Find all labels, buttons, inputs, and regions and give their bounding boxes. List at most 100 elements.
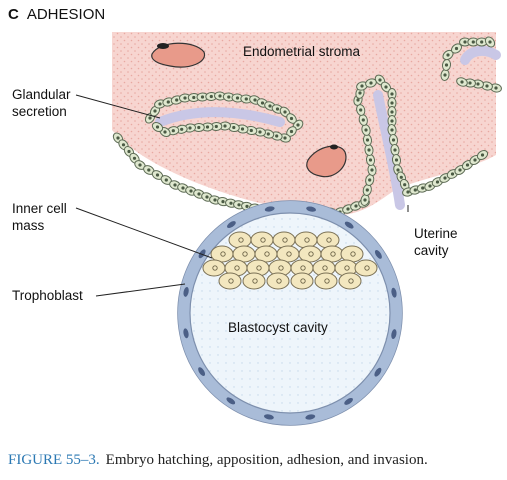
cell-nucleus	[465, 163, 470, 167]
figure-number: FIGURE 55–3.	[8, 452, 100, 468]
cell-nucleus	[173, 183, 177, 187]
cell-nucleus	[365, 188, 369, 192]
inner-cell-nucleus	[238, 237, 244, 243]
cell-nucleus	[368, 158, 373, 162]
cell-nucleus	[237, 203, 241, 207]
cell-nucleus	[364, 128, 368, 132]
inner-cell-nucleus	[330, 251, 336, 257]
inner-cell-nucleus	[304, 237, 310, 243]
trophoblast-nucleus	[344, 397, 353, 405]
cell-nucleus	[480, 40, 484, 44]
uterine-label-line2: cavity	[414, 243, 449, 258]
cell-nucleus	[240, 127, 245, 131]
cell-nucleus	[384, 85, 388, 89]
cell-nucleus	[346, 207, 350, 211]
label-pointers	[75, 94, 409, 297]
trophoblast-nucleus	[344, 221, 354, 229]
cell-nucleus	[209, 94, 213, 99]
cell-nucleus	[200, 95, 205, 99]
inner-cell	[218, 272, 242, 290]
trophoblast-nucleus	[374, 367, 382, 377]
cell-nucleus	[258, 130, 262, 134]
cell-nucleus	[227, 95, 231, 99]
cell-nucleus	[390, 119, 394, 123]
cell-nucleus	[138, 163, 142, 167]
inner-cell-nucleus	[364, 265, 370, 271]
cell-nucleus	[245, 204, 249, 208]
trophoblast-nucleus	[374, 250, 382, 259]
cell-nucleus	[450, 172, 455, 176]
cell-nucleus	[260, 101, 265, 105]
inner-cell	[242, 272, 266, 290]
trophoblast-nucleus	[263, 414, 274, 420]
cell-nucleus	[214, 124, 218, 129]
cell-nucleus	[354, 204, 358, 208]
cell-nucleus	[390, 101, 394, 105]
cell-nucleus	[378, 78, 382, 82]
cell-nucleus	[197, 192, 201, 196]
trophoblast-nucleus	[391, 287, 397, 298]
trophoblast-nuclei	[183, 206, 397, 420]
inner-cell	[228, 231, 252, 249]
caption-text: Embryo hatching, apposition, adhesion, a…	[105, 452, 428, 468]
cell-nucleus	[180, 127, 184, 131]
cell-nucleus	[153, 109, 157, 113]
trophoblast-nucleus	[227, 221, 236, 229]
cell-nucleus	[275, 107, 280, 111]
inner-cell-nucleus	[212, 265, 218, 271]
cell-nucleus	[205, 125, 210, 129]
blastocyst-cavity-label: Blastocyst cavity	[228, 320, 328, 335]
cell-nucleus	[158, 102, 162, 106]
figure-caption: FIGURE 55–3. Embryo hatching, apposition,…	[8, 452, 428, 469]
trophoblast-layer	[178, 201, 402, 425]
cell-nucleus	[391, 138, 396, 142]
cell-nucleus	[421, 186, 425, 190]
inner-cell-nucleus	[344, 265, 350, 271]
glandular-label-line2: secretion	[12, 104, 67, 119]
cell-nucleus	[480, 153, 485, 157]
stroma-label: Endometrial stroma	[243, 44, 361, 59]
inner-cell	[250, 231, 274, 249]
trophoblast-nucleus	[226, 397, 236, 405]
icm-label-line1: Inner cell	[12, 201, 67, 216]
inner-cell	[338, 272, 362, 290]
cell-nucleus	[175, 98, 179, 102]
cell-nucleus	[446, 53, 450, 57]
inner-cell-nucleus	[350, 251, 356, 257]
cell-nucleus	[166, 100, 170, 104]
cell-nucleus	[460, 80, 464, 84]
cell-nucleus	[428, 184, 432, 188]
inner-cell-nucleus	[278, 265, 284, 271]
cell-nucleus	[197, 125, 201, 130]
inner-cell-nucleus	[286, 251, 292, 257]
cell-nucleus	[390, 110, 394, 114]
inner-cell-nucleus	[242, 251, 248, 257]
cell-nucleus	[443, 176, 447, 180]
cell-nucleus	[164, 178, 168, 182]
cell-nucleus	[181, 186, 185, 190]
cell-nucleus	[132, 156, 137, 160]
cell-nucleus	[370, 168, 374, 172]
cell-nucleus	[359, 108, 363, 112]
icm-label-line2: mass	[12, 218, 45, 233]
inner-cell	[354, 259, 378, 277]
cell-nucleus	[148, 116, 152, 120]
cell-nucleus	[488, 40, 492, 44]
glandular-label-line1: Glandular	[12, 87, 71, 102]
inner-cell-nucleus	[276, 278, 282, 284]
cell-nucleus	[283, 110, 287, 114]
cell-nucleus	[367, 148, 371, 152]
cell-nucleus	[368, 178, 372, 182]
inner-cell-nucleus	[256, 265, 262, 271]
cell-nucleus	[393, 148, 397, 152]
inner-cell-nucleus	[282, 237, 288, 243]
cell-nucleus	[485, 84, 489, 88]
cell-nucleus	[192, 95, 196, 100]
cell-nucleus	[155, 125, 160, 129]
cell-nucleus	[116, 136, 120, 140]
cell-nucleus	[235, 96, 240, 100]
inner-cell	[294, 231, 318, 249]
cell-nucleus	[365, 138, 370, 142]
inner-cell-nucleus	[260, 237, 266, 243]
trophoblast-nucleus	[198, 249, 206, 259]
